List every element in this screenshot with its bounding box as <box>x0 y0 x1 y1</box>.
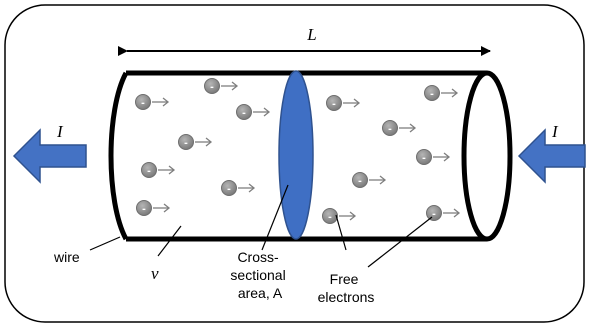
electron: - <box>416 149 451 165</box>
electron-charge: - <box>328 211 332 223</box>
electron-velocity-arrowhead <box>443 152 451 162</box>
electron-icon <box>326 95 342 111</box>
electron-icon <box>426 205 442 221</box>
electron-velocity-arrowhead <box>263 107 271 117</box>
electron-velocity-arrowhead <box>451 88 459 98</box>
electron-velocity-arrowhead <box>163 203 171 213</box>
electron: - <box>382 120 417 136</box>
wire-body <box>126 70 487 242</box>
electron-charge: - <box>242 107 246 119</box>
electron-velocity-arrowhead <box>248 183 256 193</box>
electron-icon <box>416 149 432 165</box>
electron-charge: - <box>358 175 362 187</box>
free-electrons-label-line-2: electrons <box>318 289 375 305</box>
electron: - <box>352 172 387 188</box>
electron-icon <box>424 85 440 101</box>
electron-charge: - <box>147 165 151 177</box>
electron-charge: - <box>141 97 145 109</box>
electron: - <box>178 134 213 150</box>
velocity-label: v <box>151 264 159 283</box>
electron-icon <box>236 104 252 120</box>
electron-charge: - <box>332 98 336 110</box>
electron-icon <box>178 134 194 150</box>
wire-left-end <box>108 71 129 241</box>
cross-section-label-line-3: area, A <box>238 285 283 301</box>
free-electrons-callout-line-1 <box>335 214 347 251</box>
electron-icon <box>136 200 152 216</box>
electron-icon <box>135 94 151 110</box>
electron-velocity-arrowhead <box>205 137 213 147</box>
velocity-callout-line <box>157 225 182 257</box>
electron: - <box>424 85 459 101</box>
electron: - <box>322 208 357 224</box>
electron: - <box>236 104 271 120</box>
cross-section <box>278 70 314 240</box>
electron-charge: - <box>210 81 214 93</box>
electron-icon <box>204 78 220 94</box>
electron-icon <box>221 180 237 196</box>
current-left-label: I <box>56 122 64 141</box>
electron: - <box>326 95 361 111</box>
electron-charge: - <box>227 183 231 195</box>
electron-charge: - <box>388 123 392 135</box>
electron-velocity-arrowhead <box>453 208 461 218</box>
electron-icon <box>141 162 157 178</box>
wire-callout-line <box>89 236 121 251</box>
electron-velocity-arrowhead <box>379 175 387 185</box>
electron-icon <box>352 172 368 188</box>
electron: - <box>135 94 170 110</box>
electron-velocity-arrowhead <box>231 81 239 91</box>
wire-right-end <box>461 70 513 242</box>
length-label: L <box>306 25 316 44</box>
electron: - <box>204 78 239 94</box>
cross-section-label: Cross- sectional area, A <box>230 249 289 301</box>
current-right-label: I <box>551 122 559 141</box>
cross-section-label-line-1: Cross- <box>237 249 279 265</box>
current-right-arrow <box>517 128 586 184</box>
cross-section-callout-line <box>261 184 289 251</box>
electron-charge: - <box>422 152 426 164</box>
electron-charge: - <box>184 137 188 149</box>
electron: - <box>221 180 256 196</box>
electron-velocity-arrowhead <box>162 97 170 107</box>
electron-velocity-arrowhead <box>353 98 361 108</box>
free-electrons-callout-line-2 <box>367 216 433 268</box>
electrons: - - - - - - - - - - - - - - <box>135 78 461 224</box>
wire-label: wire <box>53 249 80 265</box>
electron-charge: - <box>432 208 436 220</box>
electron-charge: - <box>142 203 146 215</box>
electron-charge: - <box>430 88 434 100</box>
electron: - <box>136 200 171 216</box>
current-left-arrow <box>12 128 87 184</box>
electron: - <box>426 205 461 221</box>
electron: - <box>141 162 176 178</box>
electron-velocity-arrowhead <box>409 123 417 133</box>
electron-icon <box>382 120 398 136</box>
electron-icon <box>322 208 338 224</box>
electron-velocity-arrowhead <box>349 211 357 221</box>
cross-section-label-line-2: sectional <box>230 267 285 283</box>
free-electrons-label: Free electrons <box>318 271 375 305</box>
electron-velocity-arrowhead <box>168 165 176 175</box>
free-electrons-label-line-1: Free <box>330 271 359 287</box>
